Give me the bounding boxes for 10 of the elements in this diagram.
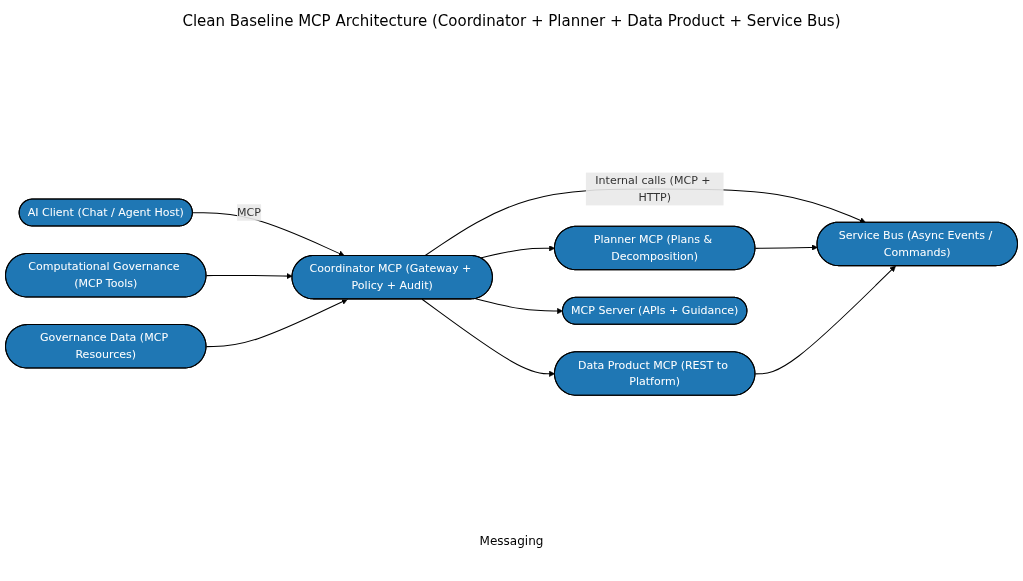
arrow: [475, 298, 564, 315]
arrow: [424, 188, 866, 257]
arrow: [205, 298, 348, 348]
edge-label: MCP: [237, 205, 261, 219]
edge-label: Internal calls (MCP + HTTP): [595, 174, 711, 204]
arrow: [192, 212, 345, 257]
note-text: Messaging: [479, 534, 544, 548]
arrow: [754, 244, 818, 251]
diagram-title: Clean Baseline MCP Architecture (Coordinator + Planner + Data Product + Service Bus): [181, 12, 842, 30]
arrow: [754, 265, 896, 375]
